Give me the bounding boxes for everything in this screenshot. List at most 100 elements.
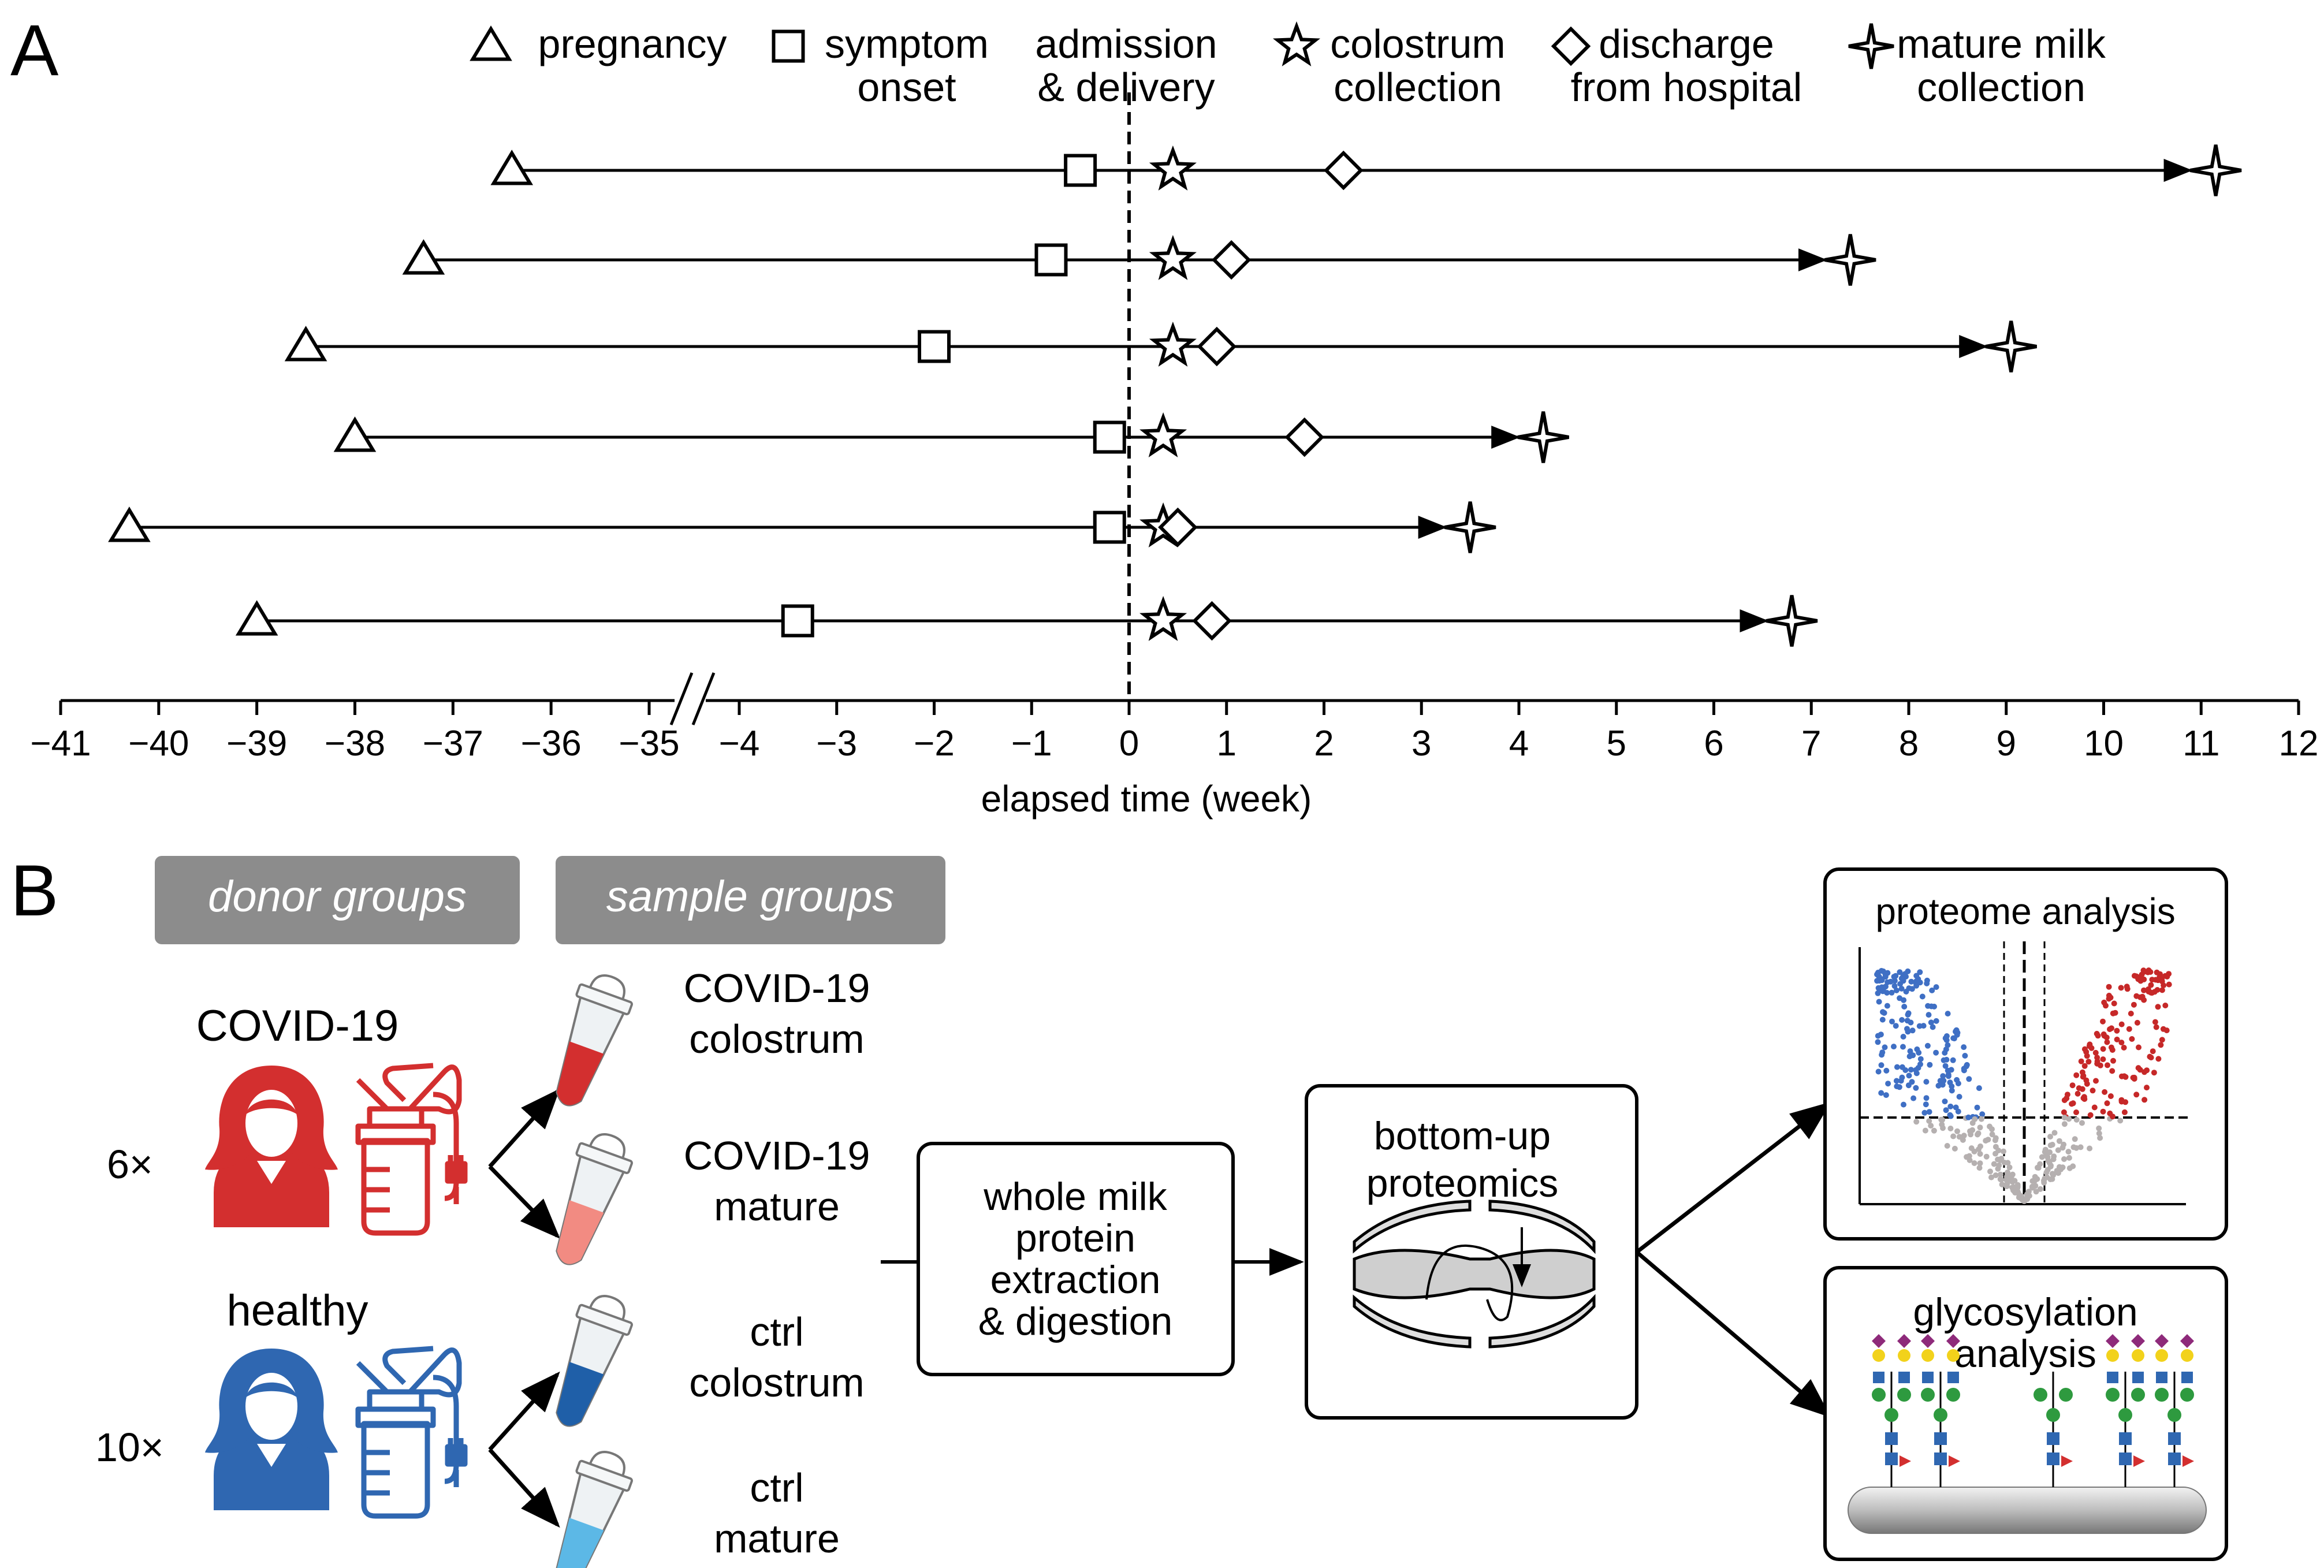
volcano-point [1880,968,1886,974]
volcano-point [1927,1062,1933,1068]
marker-diamond [1284,417,1324,457]
volcano-point [2039,1154,2045,1160]
volcano-point [2080,1074,2086,1080]
mannose-circle [1946,1388,1960,1402]
glycan-structures [1872,1334,2194,1487]
volcano-point [2061,1141,2067,1148]
volcano-point [1967,1157,1973,1163]
volcano-point [1901,997,1907,1003]
glcnac-square [2132,1372,2144,1383]
volcano-point [1893,973,1899,979]
marker-triangle [333,416,377,452]
volcano-point [1893,1023,1899,1029]
sialic-acid-diamond [1872,1334,1886,1348]
x-tick-label: −36 [521,724,582,763]
tube-cap-hinge [589,1451,625,1476]
covid-donor-label: COVID-19 [196,1001,399,1051]
extraction-label: protein [1015,1216,1135,1260]
mannose-circle [2034,1388,2047,1402]
mannose-circle [1921,1388,1935,1402]
donor-groups-label: donor groups [208,872,467,921]
volcano-point [1954,1077,1960,1083]
volcano-point [1949,1087,1955,1094]
glcnac-square [2047,1452,2059,1465]
volcano-point [1889,989,1895,996]
galactose-circle [2155,1349,2168,1362]
volcano-point [1978,1116,1984,1122]
volcano-point [2097,1135,2103,1141]
volcano-point [1906,985,1912,992]
volcano-point [2141,987,2147,993]
volcano-point [1915,1065,1921,1071]
volcano-point [2144,1067,2150,1074]
volcano-point [1891,1044,1897,1050]
volcano-point [1896,1084,1902,1090]
volcano-point [2097,1062,2103,1068]
galactose-circle [2132,1349,2144,1362]
volcano-point [1942,1063,1949,1069]
marker-triangle [108,506,151,542]
sialic-acid-diamond [2106,1334,2120,1348]
volcano-point [1977,1160,1983,1167]
glcnac-square [1947,1372,1959,1383]
volcano-point [2118,1073,2125,1079]
marker-triangle [490,150,534,185]
panel-b-letter: B [10,851,58,931]
marker-star4 [1517,411,1569,463]
x-tick-label: −41 [30,724,91,763]
glcnac-square [1873,1372,1884,1383]
mannose-circle [2155,1388,2169,1402]
volcano-point [2079,1120,2085,1126]
glycan [2155,1334,2194,1487]
marker-triangle [235,600,278,636]
marker-star4 [1444,501,1496,553]
volcano-point [2037,1186,2043,1192]
x-tick-label: 9 [1997,724,2016,763]
patient-row [284,321,2037,373]
volcano-point [2095,1033,2101,1039]
x-tick-label: −40 [128,724,189,763]
volcano-point [1997,1176,2003,1182]
legend-label: & delivery [1037,65,1215,110]
volcano-point [1917,969,1923,975]
tube-cap-hinge [589,1295,625,1320]
glcnac-square [1885,1452,1898,1465]
volcano-point [1908,1019,1914,1026]
mannose-circle [2118,1408,2132,1422]
volcano-point [1968,1131,1974,1138]
glcnac-square [1885,1432,1898,1445]
marker-square [1093,511,1126,544]
volcano-point [2045,1157,2051,1164]
volcano-point [2144,1085,2150,1091]
volcano-point [2096,1125,2102,1131]
volcano-point [1944,1143,1950,1149]
donor-groups-box [155,856,520,944]
volcano-point [2021,1198,2027,1204]
mannose-circle [2131,1388,2145,1402]
sample-groups-box [556,856,945,944]
x-tick-label: 5 [1607,724,1626,763]
volcano-point [1971,1160,1977,1166]
volcano-point [2159,987,2165,993]
marker-diamond [1324,150,1364,191]
volcano-point [1904,1026,1910,1032]
volcano-point [2158,1042,2164,1048]
glcnac-square [2047,1432,2059,1445]
covid-breast-pump-icon [355,1063,468,1236]
volcano-point [1992,1172,1999,1178]
volcano-point [2128,1011,2134,1016]
volcano-point [1926,1012,1932,1018]
tube-liquid [544,1039,610,1113]
volcano-point [1898,975,1905,982]
sialic-acid-diamond [1897,1334,1911,1348]
volcano-point [2085,1059,2092,1065]
volcano-point [1875,1033,1881,1039]
volcano-point [2065,1149,2072,1155]
volcano-point [1923,1101,1929,1108]
sialic-acid-diamond [2155,1334,2169,1348]
volcano-point [1878,1062,1884,1068]
volcano-point [1884,979,1891,985]
volcano-point [1972,1116,1978,1122]
glcnac-square [2181,1372,2193,1383]
volcano-point [2111,1000,2117,1007]
